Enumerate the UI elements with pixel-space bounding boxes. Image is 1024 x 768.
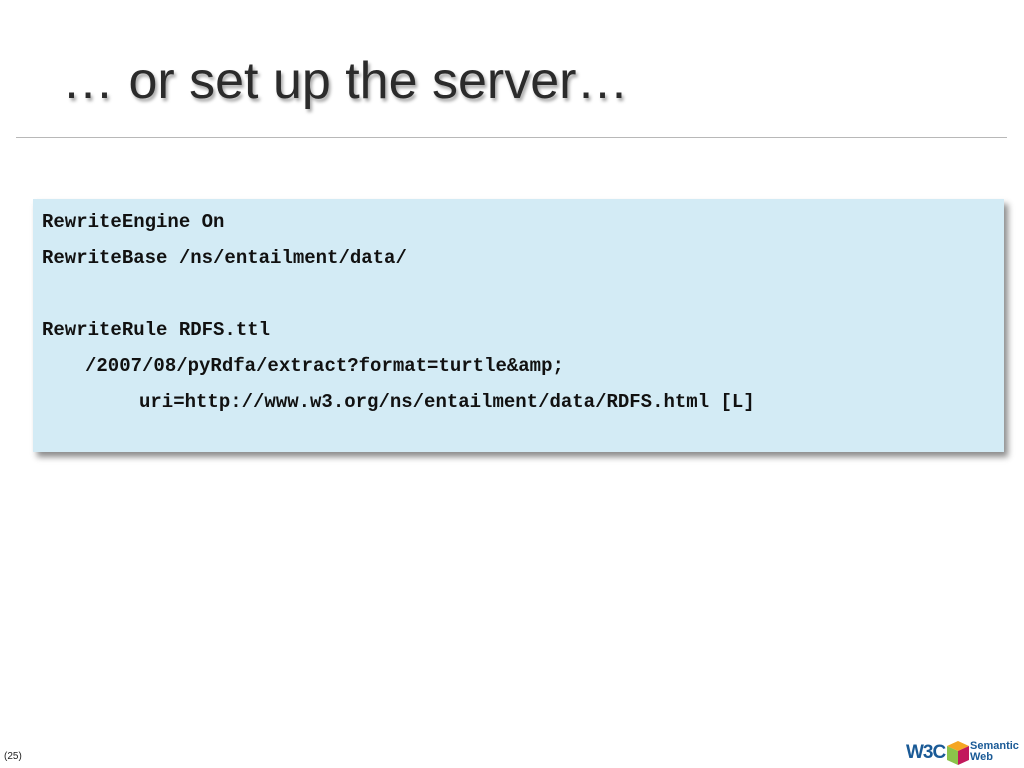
semantic-web-wordmark: Semantic Web bbox=[970, 741, 1019, 763]
logo-line-semantic: Semantic bbox=[970, 740, 1019, 752]
code-line: /2007/08/pyRdfa/extract?format=turtle&am… bbox=[85, 355, 564, 377]
page-number: (25) bbox=[4, 751, 22, 762]
w3c-semantic-web-logo: W3C Semantic Web bbox=[906, 738, 1024, 768]
code-line-blank bbox=[33, 276, 1004, 312]
w3c-logo-text: W3C bbox=[906, 742, 946, 763]
code-line: RewriteRule RDFS.ttl bbox=[42, 319, 271, 341]
code-line: RewriteBase /ns/entailment/data/ bbox=[42, 247, 407, 269]
logo-line-web: Web bbox=[970, 751, 994, 763]
semantic-web-cube-icon bbox=[947, 741, 969, 765]
code-line: uri=http://www.w3.org/ns/entailment/data… bbox=[139, 391, 755, 413]
code-block: RewriteEngine On RewriteBase /ns/entailm… bbox=[33, 199, 1004, 452]
code-line: RewriteEngine On bbox=[42, 211, 225, 233]
title-divider bbox=[16, 137, 1007, 138]
slide-title: … or set up the server… bbox=[62, 52, 629, 110]
